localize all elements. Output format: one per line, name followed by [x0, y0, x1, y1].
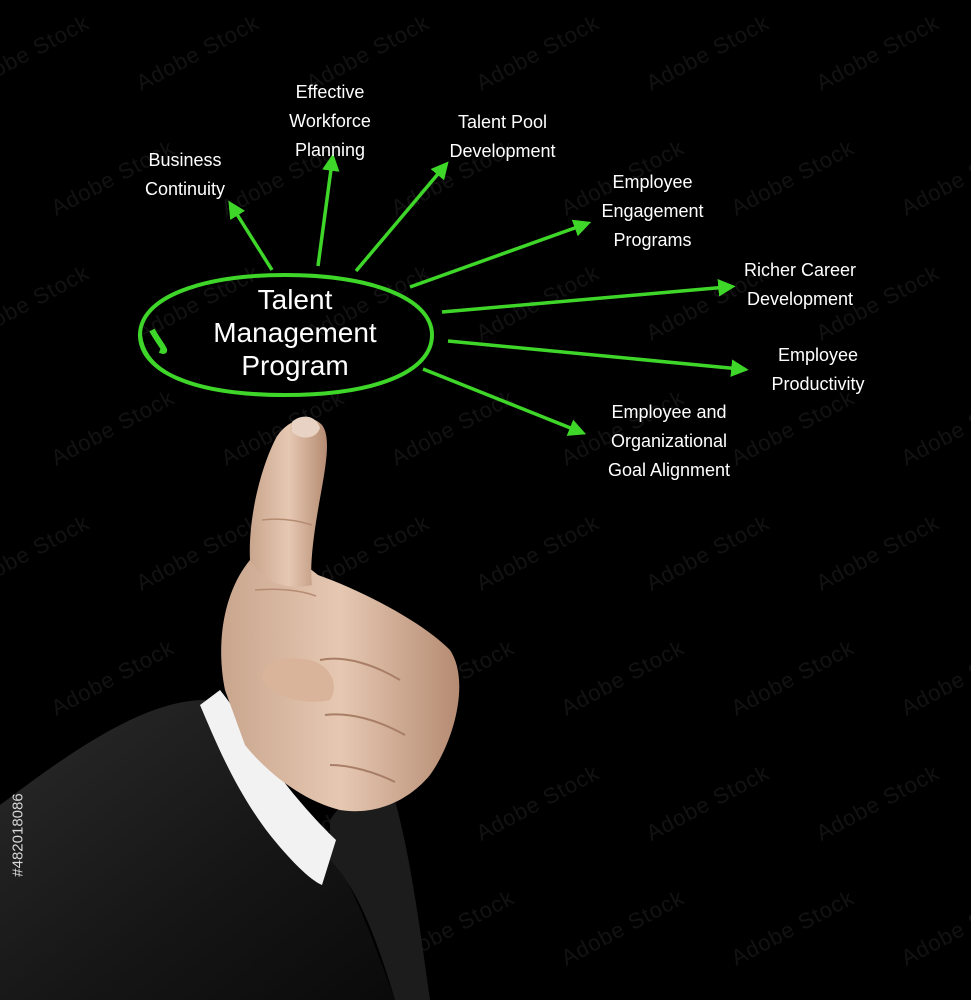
arrow-business-continuity [228, 200, 274, 271]
stock-id-text: #482018086 [9, 793, 27, 877]
outcome-business-continuity: Business Continuity [125, 146, 245, 204]
outcome-richer-career-development: Richer Career Development [725, 256, 875, 314]
arrow-productivity [447, 339, 749, 377]
pointing-hand-illustration [0, 416, 460, 1000]
label-line: Employee [612, 172, 693, 192]
label-line: Richer Career [743, 260, 857, 280]
label-line: Business [148, 150, 222, 170]
arrow-talent-pool [354, 161, 449, 273]
label-line: Employee and [611, 402, 727, 422]
outcome-employee-engagement-programs: Employee Engagement Programs [585, 168, 720, 255]
label-line: Talent Pool [457, 112, 548, 132]
label-line: Engagement [601, 201, 704, 221]
arrow-career [441, 279, 736, 314]
label-line: Development [746, 289, 854, 309]
label-line: Productivity [771, 374, 865, 394]
label-line: Goal Alignment [607, 460, 731, 480]
arrow-goal-alignment [422, 367, 587, 436]
center-title: Talent Management Program [190, 283, 400, 382]
label-line: Development [449, 141, 556, 161]
arrow-engagement [409, 219, 592, 289]
label-line: Continuity [144, 179, 226, 199]
stock-id-label: #482018086 [8, 755, 28, 915]
label-line: Workforce [289, 111, 371, 131]
label-line: Employee [777, 345, 859, 365]
outcome-employee-productivity: Employee Productivity [758, 341, 878, 399]
center-title-line: Management [213, 317, 377, 348]
outcome-talent-pool-development: Talent Pool Development [430, 108, 575, 166]
outcome-goal-alignment: Employee and Organizational Goal Alignme… [588, 398, 750, 485]
arrows [228, 153, 749, 436]
outcome-effective-workforce-planning: Effective Workforce Planning [270, 78, 390, 165]
label-line: Planning [294, 140, 366, 160]
center-title-line: Program [241, 350, 349, 381]
label-line: Effective [295, 82, 365, 102]
center-title-line: Talent [257, 284, 333, 315]
label-line: Programs [613, 230, 692, 250]
arrow-workforce-planning [316, 153, 340, 267]
label-line: Organizational [610, 431, 728, 451]
center-ellipse [137, 272, 435, 397]
